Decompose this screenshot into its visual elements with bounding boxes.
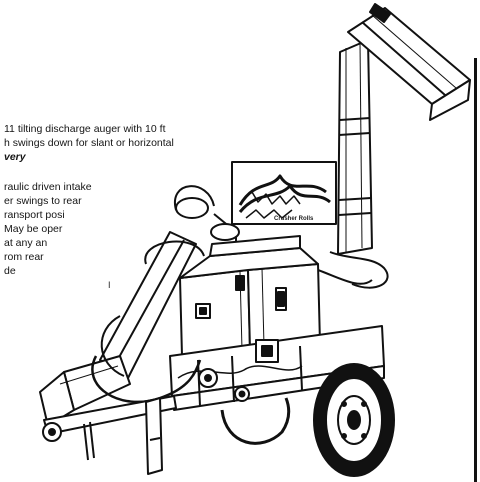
caption-line-6: ransport posi <box>4 209 65 221</box>
stray-mark: I <box>108 280 111 290</box>
page-edge-rule <box>474 58 477 482</box>
crusher-rolls-inset <box>231 161 337 225</box>
crusher-rolls-label: Crusher Rolls <box>274 216 314 222</box>
caption-line-3: very <box>4 151 26 163</box>
discharge-auger-tube <box>337 39 373 255</box>
caption-line-2: h swings down for slant or horizontal <box>4 137 174 149</box>
front-wheel <box>220 397 291 445</box>
hitch-tongue <box>42 395 177 475</box>
discharge-spout <box>347 3 471 121</box>
caption-line-4: raulic driven intake <box>4 181 92 193</box>
caption-line-5: er swings to rear <box>4 195 82 207</box>
caption-line-7: May be oper <box>4 223 63 235</box>
rear-wheel <box>313 363 395 477</box>
operator-seat <box>173 185 240 246</box>
caption-line-9: rom rear <box>4 251 44 263</box>
caption-line-8: at any an <box>4 237 48 249</box>
caption-line-10: de <box>4 265 16 277</box>
caption-line-1: 11 tilting discharge auger with 10 ft <box>4 123 166 135</box>
